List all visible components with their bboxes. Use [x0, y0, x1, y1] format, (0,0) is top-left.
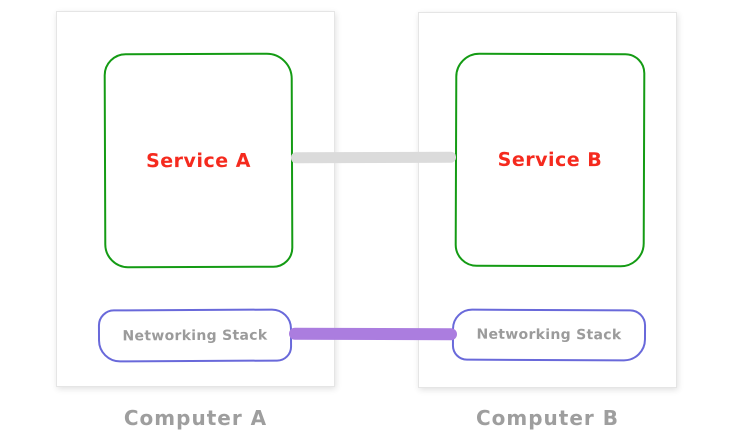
computer-a-box: Service A Networking Stack: [56, 11, 335, 387]
networking-stack-a-box: Networking Stack: [97, 308, 293, 363]
service-link-line: [290, 151, 457, 164]
computer-b-label: Computer B: [475, 406, 619, 430]
networking-stack-b-label: Networking Stack: [476, 326, 622, 344]
service-b-label: Service B: [497, 148, 603, 172]
service-a-box: Service A: [103, 52, 294, 269]
computer-a-label: Computer A: [123, 406, 268, 430]
service-b-box: Service B: [454, 52, 646, 268]
computer-b-box: Service B Networking Stack: [418, 12, 677, 388]
networking-stack-a-label: Networking Stack: [122, 327, 268, 344]
service-a-label: Service A: [146, 149, 251, 172]
network-link-line: [288, 327, 458, 341]
networking-stack-b-box: Networking Stack: [451, 308, 647, 362]
